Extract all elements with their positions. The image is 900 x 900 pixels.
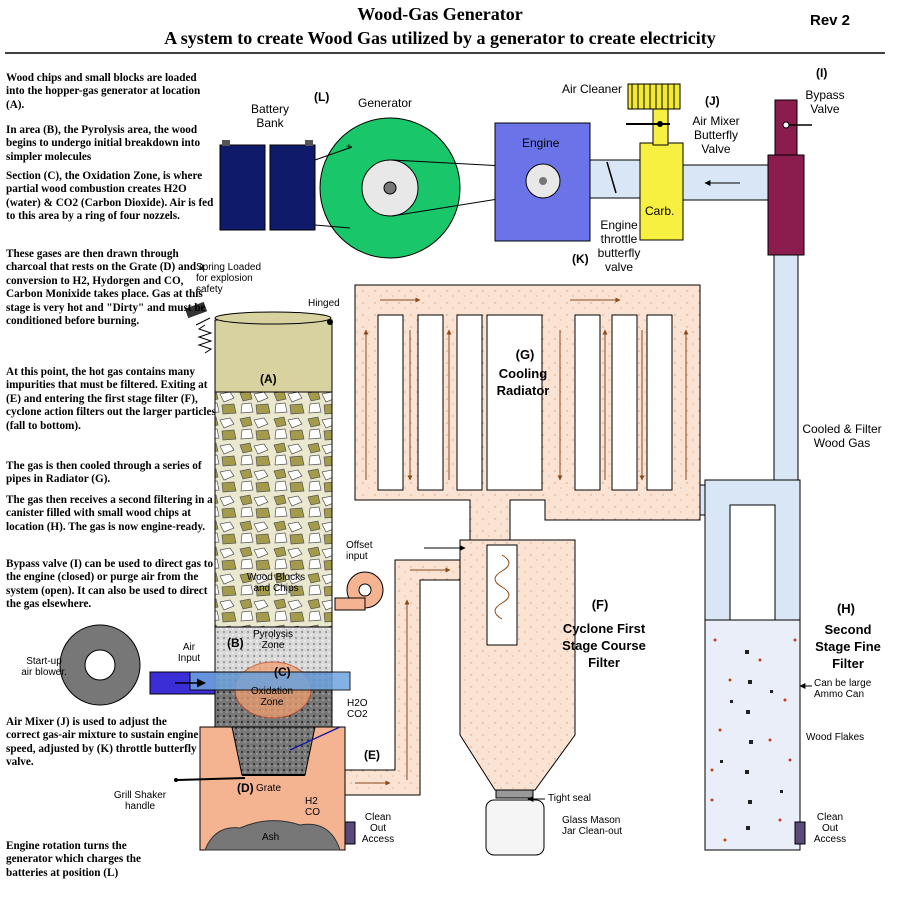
label-pyrolysis-zone: Pyrolysis Zone [252,629,293,651]
label-grill-shaker: Grill Shaker handle [113,790,167,812]
label-second-stage: Second Stage Fine Filter [815,622,881,671]
wood-chip-section [214,391,333,628]
generator: + [314,117,461,259]
label-hinged: Hinged [308,298,340,309]
offset-blower [334,571,384,611]
startup-blower [59,624,141,706]
cyclone-filter [459,539,576,856]
label-wood-blocks: Wood Blocks and Chips [246,572,306,594]
desc-paragraph-10: Engine rotation turns the generator whic… [6,840,141,879]
label-cyclone: Cyclone First Stage Course Filter [562,621,646,670]
label-engine-throttle: Engine throttle butterfly valve [597,218,641,274]
bypass-valve [767,99,812,256]
label-clean-out-1: Clean Out Access [361,812,395,845]
page-subtitle: A system to create Wood Gas utilized by … [164,28,716,48]
label-ammo-can: Can be large Ammo Can [814,678,872,700]
label-H: (H) [836,601,856,616]
label-E: (E) [364,748,380,762]
label-clean-out-2: Clean Out Access [813,812,847,845]
label-h2-co: H2 CO [305,796,320,818]
desc-paragraph-7: The gas then receives a second filtering… [6,494,213,533]
label-battery-bank: Battery Bank [250,102,289,130]
label-cooled-filter: Cooled & Filter Wood Gas [802,422,882,450]
cooling-radiator [354,284,701,561]
desc-paragraph-8: Bypass valve (I) can be used to direct g… [6,558,214,611]
label-I: (I) [816,66,828,80]
desc-paragraph-5: At this point, the hot gas contains many… [6,366,216,432]
label-cooling-radiator: Cooling Radiator [496,366,550,398]
carburetor [626,83,684,241]
label-wood-flakes: Wood Flakes [806,732,865,743]
label-G: (G) [515,347,535,362]
page-title: Wood-Gas Generator [357,4,523,24]
desc-paragraph-6: The gas is then cooled through a series … [6,460,202,486]
label-C: (C) [274,665,291,679]
label-L: (L) [314,90,330,104]
hopper-gasifier [174,301,356,851]
return-pipe [773,254,799,516]
label-engine: Engine [522,136,560,150]
label-generator: Generator [358,96,413,110]
hot-gas-pipe [344,559,461,796]
label-h2o-co2: H2O CO2 [347,698,368,720]
mason-jar [485,799,545,856]
label-F: (F) [591,597,609,612]
label-ash: Ash [262,832,280,843]
label-spring-loaded: Spring Loaded for explosion safety [196,262,262,295]
revision-label: Rev 2 [810,12,851,29]
label-oxidation-zone: Oxidation Zone [250,686,294,708]
label-air-mixer: Air Mixer Butterfly Valve [692,114,740,156]
label-offset-input: Offset input [346,540,373,562]
label-mason-jar: Glass Mason Jar Clean-out [562,815,623,837]
desc-paragraph-2: In area (B), the Pyrolysis area, the woo… [6,124,201,163]
desc-paragraph-4: These gases are then drawn through charc… [6,248,206,328]
label-air-cleaner: Air Cleaner [562,82,623,96]
desc-paragraph-1: Wood chips and small blocks are loaded i… [6,72,201,111]
battery-bank [219,140,316,231]
label-startup-blower: Start-up air blower. [21,656,67,678]
label-A: (A) [260,372,277,386]
desc-paragraph-3: Section (C), the Oxidation Zone, is wher… [6,170,214,223]
desc-paragraph-9: Air Mixer (J) is used to adjust the corr… [6,716,199,769]
label-D: (D) [237,781,254,795]
label-B: (B) [227,636,244,650]
intake-pipe [589,159,646,199]
throttle-butterfly [606,161,617,194]
label-bypass-valve: Bypass Valve [805,88,845,116]
label-K: (K) [572,252,589,266]
label-grate: Grate [256,783,282,794]
second-stage-filter [704,479,806,851]
label-air-input: Air Input [177,642,201,664]
engine [494,122,591,242]
label-J: (J) [705,94,720,108]
label-tight-seal: Tight seal [548,793,591,804]
svg-text:+: + [346,142,352,153]
label-carb: Carb. [645,204,675,218]
